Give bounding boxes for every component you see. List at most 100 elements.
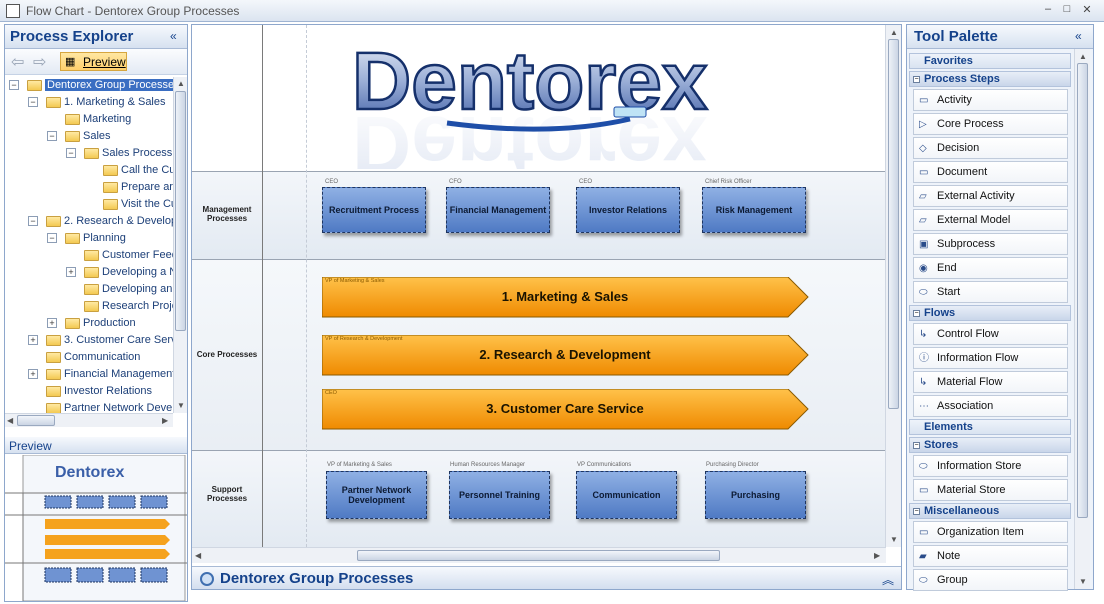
tree-node[interactable]: Communication bbox=[5, 349, 173, 366]
tree-node[interactable]: Research Proje bbox=[5, 298, 173, 315]
collapse-left-icon[interactable]: « bbox=[170, 29, 177, 43]
scroll-down-icon[interactable]: ▼ bbox=[177, 401, 185, 410]
canvas-hscroll-thumb[interactable] bbox=[357, 550, 720, 561]
palette-section-header[interactable]: Elements bbox=[909, 419, 1071, 435]
palette-section-header[interactable]: −Stores bbox=[909, 437, 1071, 453]
collapse-icon[interactable]: − bbox=[913, 508, 920, 515]
tree-node[interactable]: −1. Marketing & Sales bbox=[5, 94, 173, 111]
tree-node[interactable]: Customer Feed bbox=[5, 247, 173, 264]
tree-node[interactable]: −2. Research & Develop bbox=[5, 213, 173, 230]
expand-icon[interactable]: + bbox=[66, 267, 76, 277]
scroll-down-icon[interactable]: ▼ bbox=[1079, 577, 1087, 586]
canvas-horizontal-scrollbar[interactable]: ◀ ▶ bbox=[192, 547, 886, 563]
tree-vertical-scrollbar[interactable]: ▲ ▼ bbox=[173, 77, 187, 413]
palette-section-header[interactable]: −Process Steps bbox=[909, 71, 1071, 87]
palette-section-header[interactable]: −Flows bbox=[909, 305, 1071, 321]
palette-item-end[interactable]: ◉End bbox=[913, 257, 1068, 279]
palette-item-external-activity[interactable]: ▱External Activity bbox=[913, 185, 1068, 207]
tree-hscroll-thumb[interactable] bbox=[17, 415, 55, 426]
activity-box[interactable]: Partner Network Development bbox=[326, 471, 427, 519]
expand-icon[interactable]: + bbox=[28, 335, 38, 345]
palette-item-activity[interactable]: ▭Activity bbox=[913, 89, 1068, 111]
tree-node[interactable]: −Dentorex Group Processes bbox=[5, 77, 173, 94]
chevron-up-icon[interactable]: ︽ bbox=[882, 573, 895, 587]
tree-node[interactable]: −Sales Process bbox=[5, 145, 173, 162]
palette-scroll-thumb[interactable] bbox=[1077, 63, 1088, 518]
tree-horizontal-scrollbar[interactable]: ◀ ▶ bbox=[5, 413, 173, 427]
palette-section-header[interactable]: −Miscellaneous bbox=[909, 503, 1071, 519]
collapse-right-icon[interactable]: « bbox=[1075, 29, 1082, 43]
tree-node[interactable]: Marketing bbox=[5, 111, 173, 128]
activity-box[interactable]: Risk Management bbox=[702, 187, 806, 233]
collapse-icon[interactable]: − bbox=[913, 442, 920, 449]
collapse-icon[interactable]: − bbox=[47, 233, 57, 243]
scroll-up-icon[interactable]: ▲ bbox=[890, 28, 898, 37]
collapse-icon[interactable]: − bbox=[913, 310, 920, 317]
palette-item-organization-item[interactable]: ▭Organization Item bbox=[913, 521, 1068, 543]
tree-node[interactable]: +3. Customer Care Serv bbox=[5, 332, 173, 349]
preview-button[interactable]: ▦ Preview bbox=[60, 52, 127, 71]
activity-box[interactable]: Investor Relations bbox=[576, 187, 680, 233]
tree-node[interactable]: +Developing a N bbox=[5, 264, 173, 281]
collapse-icon[interactable]: − bbox=[9, 80, 19, 90]
palette-item-external-model[interactable]: ▱External Model bbox=[913, 209, 1068, 231]
palette-vertical-scrollbar[interactable]: ▲ ▼ bbox=[1074, 49, 1090, 589]
scroll-right-icon[interactable]: ▶ bbox=[162, 416, 169, 425]
preview-thumbnail[interactable]: Dentorex bbox=[5, 454, 187, 602]
tree-node[interactable]: Prepare ar bbox=[5, 179, 173, 196]
activity-box[interactable]: Purchasing bbox=[705, 471, 806, 519]
close-button[interactable]: ✕ bbox=[1082, 4, 1092, 16]
palette-item-decision[interactable]: ◇Decision bbox=[913, 137, 1068, 159]
scroll-up-icon[interactable]: ▲ bbox=[1079, 52, 1087, 61]
palette-item-note[interactable]: ▰Note bbox=[913, 545, 1068, 567]
palette-item-group[interactable]: ⬭Group bbox=[913, 569, 1068, 591]
maximize-button[interactable]: □ bbox=[1063, 3, 1071, 15]
tree-node[interactable]: −Planning bbox=[5, 230, 173, 247]
scroll-left-icon[interactable]: ◀ bbox=[195, 551, 202, 560]
collapse-icon[interactable]: − bbox=[913, 76, 920, 83]
back-arrow-icon[interactable]: ⇦ bbox=[11, 54, 25, 71]
palette-item-control-flow[interactable]: ↳Control Flow bbox=[913, 323, 1068, 345]
collapse-icon[interactable]: − bbox=[66, 148, 76, 158]
tree-node[interactable]: +Financial Management bbox=[5, 366, 173, 383]
activity-box[interactable]: Personnel Training bbox=[449, 471, 550, 519]
palette-item-start[interactable]: ⬭Start bbox=[913, 281, 1068, 303]
scroll-down-icon[interactable]: ▼ bbox=[890, 535, 898, 544]
palette-item-document[interactable]: ▭Document bbox=[913, 161, 1068, 183]
tree-node[interactable]: +Production bbox=[5, 315, 173, 332]
palette-section-header[interactable]: Favorites bbox=[909, 53, 1071, 69]
palette-item-material-flow[interactable]: ↳Material Flow bbox=[913, 371, 1068, 393]
scroll-up-icon[interactable]: ▲ bbox=[177, 79, 185, 88]
collapse-icon[interactable]: − bbox=[28, 216, 38, 226]
collapse-icon[interactable]: − bbox=[28, 97, 38, 107]
tree-node[interactable]: Call the Cu bbox=[5, 162, 173, 179]
forward-arrow-icon[interactable]: ⇨ bbox=[33, 54, 47, 71]
palette-item-information-store[interactable]: ⬭Information Store bbox=[913, 455, 1068, 477]
tree-node[interactable]: −Sales bbox=[5, 128, 173, 145]
expand-icon[interactable]: + bbox=[28, 369, 38, 379]
tree-node[interactable]: Developing an bbox=[5, 281, 173, 298]
tree-node[interactable]: Investor Relations bbox=[5, 383, 173, 400]
minimize-button[interactable]: – bbox=[1044, 3, 1052, 15]
tree-node[interactable]: Partner Network Deve bbox=[5, 400, 173, 413]
tree-scroll-thumb[interactable] bbox=[175, 91, 186, 331]
palette-item-material-store[interactable]: ▭Material Store bbox=[913, 479, 1068, 501]
activity-box[interactable]: Financial Management bbox=[446, 187, 550, 233]
scroll-right-icon[interactable]: ▶ bbox=[874, 551, 881, 560]
palette-item-core-process[interactable]: ▷Core Process bbox=[913, 113, 1068, 135]
expand-icon[interactable]: + bbox=[47, 318, 57, 328]
palette-item-subprocess[interactable]: ▣Subprocess bbox=[913, 233, 1068, 255]
palette-item-association[interactable]: ⋯Association bbox=[913, 395, 1068, 417]
activity-box[interactable]: Recruitment Process bbox=[322, 187, 426, 233]
collapse-icon[interactable]: − bbox=[47, 131, 57, 141]
scroll-left-icon[interactable]: ◀ bbox=[7, 416, 14, 425]
activity-box[interactable]: Communication bbox=[576, 471, 677, 519]
canvas-vertical-scrollbar[interactable]: ▲ ▼ bbox=[885, 25, 901, 547]
tree-node[interactable]: Visit the Cu bbox=[5, 196, 173, 213]
canvas-vscroll-thumb[interactable] bbox=[888, 39, 899, 409]
